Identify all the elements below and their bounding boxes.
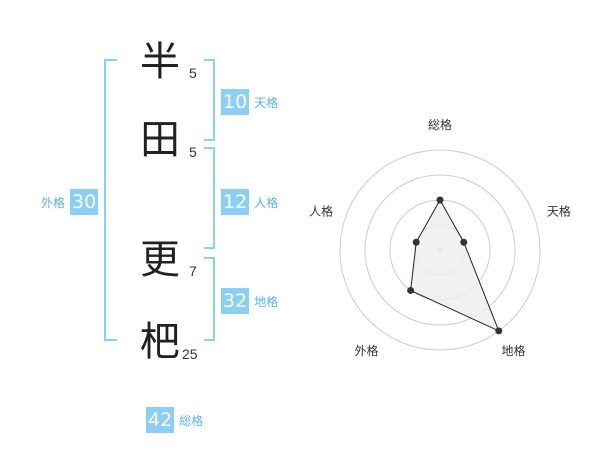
stroke-count-2: 5: [189, 144, 197, 160]
radar-point-4: [407, 286, 415, 294]
tenkaku-value: 10: [221, 89, 250, 115]
radar-point-2: [460, 238, 468, 246]
soukaku-label: 総格: [179, 413, 204, 428]
chikaku-bracket: [204, 257, 215, 341]
tenkaku-badge: 10 天格: [221, 89, 278, 115]
radar-axis-label: 外格: [355, 343, 379, 358]
jinkaku-value: 12: [221, 189, 250, 215]
chikaku-badge: 32 地格: [221, 288, 278, 314]
name-char-4: 杷: [140, 319, 180, 365]
radar-point-3: [495, 327, 503, 335]
chikaku-value: 32: [221, 288, 250, 314]
name-char-1: 半: [140, 39, 180, 85]
bracket-lines: [104, 59, 215, 341]
radar-grid-ring: [339, 149, 541, 351]
gaikaku-badge: 外格 30: [41, 189, 99, 215]
tenkaku-bracket: [204, 59, 215, 141]
radar-points: [407, 196, 503, 335]
soukaku-value: 42: [146, 407, 175, 433]
radar-grid-ring: [364, 174, 516, 326]
soukaku-badge: 42 総格: [146, 407, 203, 433]
chikaku-label: 地格: [254, 294, 279, 309]
radar-axis-label: 天格: [547, 203, 571, 218]
name-char-2: 田: [140, 117, 180, 163]
radar-area: [410, 198, 500, 332]
tenkaku-label: 天格: [254, 95, 279, 110]
radar-point-5: [412, 238, 420, 246]
radar-axis-label: 総格: [428, 117, 452, 132]
radar-axis-label: 人格: [309, 203, 333, 218]
stroke-count-1: 5: [189, 65, 197, 81]
radar-polygon: [410, 198, 500, 332]
stroke-count-3: 7: [189, 263, 197, 279]
radar-point-1: [436, 196, 444, 204]
gaikaku-bracket: [104, 59, 117, 341]
jinkaku-label: 人格: [254, 195, 279, 210]
gaikaku-value: 30: [70, 189, 99, 215]
jinkaku-bracket: [204, 147, 215, 249]
name-char-3: 更: [140, 237, 180, 283]
gaikaku-label: 外格: [41, 195, 66, 210]
stroke-count-4: 25: [182, 346, 198, 362]
radar-axis-label: 地格: [501, 343, 525, 358]
jinkaku-badge: 12 人格: [221, 189, 278, 215]
